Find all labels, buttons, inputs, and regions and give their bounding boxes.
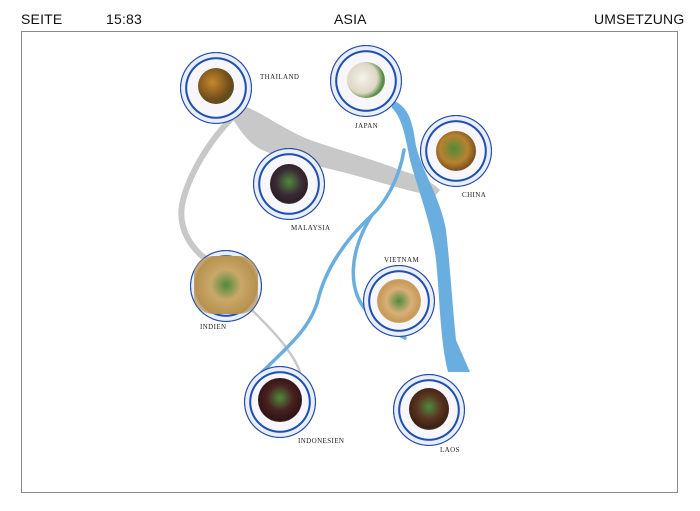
food-indien [194,256,258,314]
food-laos [409,388,449,430]
dish-china[interactable] [420,115,492,187]
food-malaysia [270,164,308,204]
food-indonesien [258,378,302,422]
dish-thailand[interactable] [180,52,252,124]
label-indonesien: INDONESIEN [298,437,345,445]
label-indien: INDIEN [200,323,227,331]
label-china: CHINA [462,191,487,199]
blue-river-indonesien [260,148,406,374]
section-label: UMSETZUNG [594,11,685,27]
food-vietnam [377,279,421,323]
label-thailand: THAILAND [260,73,300,81]
page-label: SEITE [21,11,63,27]
content-frame [21,31,678,493]
food-japan [347,62,385,98]
food-thailand [198,68,234,104]
dish-japan[interactable] [330,45,402,117]
page-title: ASIA [334,11,367,27]
label-malaysia: MALAYSIA [291,224,331,232]
label-vietnam: VIETNAM [384,256,420,264]
dish-laos[interactable] [393,374,465,446]
gray-path-indien-indonesien [249,307,302,373]
dish-vietnam[interactable] [363,265,435,337]
label-japan: JAPAN [355,122,379,130]
food-china [436,131,476,171]
dish-indonesien[interactable] [244,366,316,438]
gray-path-thailand-indien [178,115,235,265]
gray-river [232,104,440,196]
blue-river-main [392,100,470,372]
dish-indien[interactable] [190,250,262,322]
dish-malaysia[interactable] [253,148,325,220]
time-display: 15:83 [106,11,143,27]
label-laos: LAOS [440,446,460,454]
